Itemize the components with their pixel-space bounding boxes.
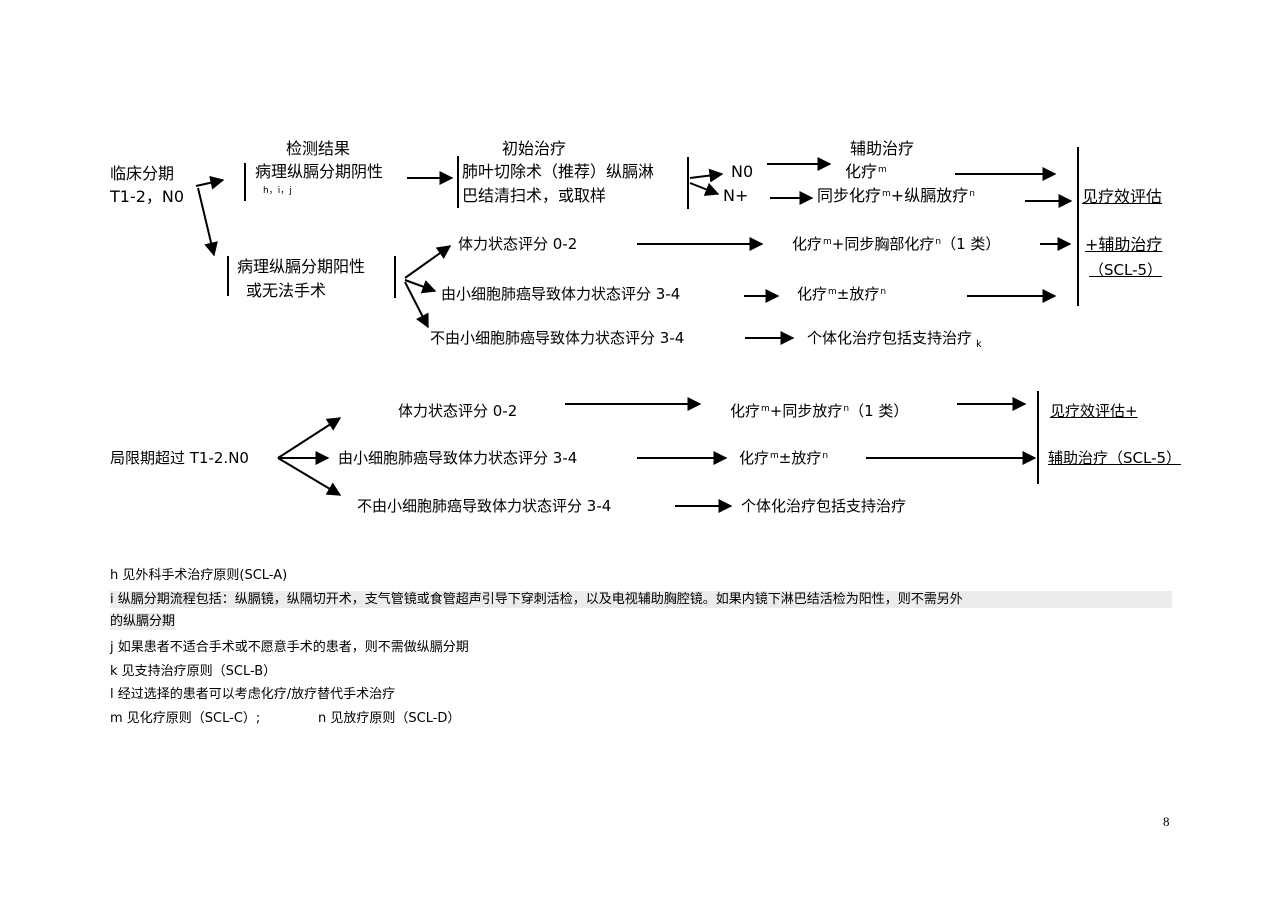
ps2-3-4-sclc: 由小细胞肺癌导致体力状态评分 3-4	[338, 449, 578, 467]
surgery-line2: 巴结清扫术，或取样	[462, 186, 607, 205]
treatment2-individualized: 个体化治疗包括支持治疗	[741, 497, 907, 515]
treatment2-chemo-concurrent: 化疗m+同步放疗n（1 类）	[730, 402, 909, 420]
result2-adjuvant-scl5: 辅助治疗（SCL-5）	[1048, 449, 1182, 467]
clinical-stage-label: 临床分期	[110, 164, 175, 183]
footnote-i-line2: 的纵膈分期	[110, 613, 176, 630]
arrow-stage2-to-ps02	[277, 417, 342, 459]
ps2-3-4-not-sclc: 不由小细胞肺癌导致体力状态评分 3-4	[357, 497, 612, 515]
result-scl5-ref: （SCL-5）	[1089, 261, 1163, 279]
treatment-chemo-rt: 化疗m±放疗n	[797, 285, 887, 303]
footnote-j: j 如果患者不适合手术或不愿意手术的患者，则不需做纵膈分期	[110, 640, 469, 655]
pathologic-negative: 病理纵膈分期阴性	[255, 162, 384, 181]
footnote-h: h 见外科手术治疗原则(SCL-A)	[110, 568, 288, 583]
node-nplus: N+	[723, 186, 749, 205]
page-number: 8	[1163, 814, 1170, 829]
adjuvant-chemo: 化疗m	[845, 162, 887, 181]
limited-stage-label: 局限期超过 T1-2.N0	[110, 449, 249, 467]
concurrent-chemoradiation: 同步化疗m+纵膈放疗n	[817, 186, 975, 205]
clinical-stage-value: T1-2，N0	[110, 187, 185, 206]
ps2-0-2: 体力状态评分 0-2	[398, 402, 518, 420]
result-plus-adjuvant: +辅助治疗	[1085, 235, 1163, 254]
footnote-i-line1: i 纵膈分期流程包括：纵膈镜，纵隔切开术，支气管镜或食管超声引导下穿刺活检，以及…	[110, 591, 1172, 608]
arrow-to-n0	[689, 168, 724, 183]
ps-0-2: 体力状态评分 0-2	[458, 235, 578, 253]
footnote-l: l 经过选择的患者可以考虑化疗/放疗替代手术治疗	[110, 687, 396, 702]
header-test-results: 检测结果	[286, 139, 351, 158]
arrow-to-nplus	[689, 182, 720, 196]
node-n0: N0	[731, 162, 754, 181]
ps-3-4-sclc: 由小细胞肺癌导致体力状态评分 3-4	[441, 285, 681, 303]
arrow-stage-to-neg	[195, 175, 225, 190]
footnote-m: m 见化疗原则（SCL-C）;	[110, 711, 261, 726]
pathologic-positive-line2: 或无法手术	[246, 281, 327, 300]
arrow-stage2-to-ps-not	[277, 457, 342, 496]
surgery-line1: 肺叶切除术（推荐）纵膈淋	[462, 162, 655, 181]
ps-3-4-not-sclc: 不由小细胞肺癌导致体力状态评分 3-4	[430, 329, 685, 347]
treatment-chemo-concurrent: 化疗m+同步胸部化疗n（1 类）	[792, 235, 1001, 253]
footnote-n: n 见放疗原则（SCL-D）	[318, 711, 461, 726]
arrow-pos-to-ps02	[404, 245, 452, 279]
pathologic-positive-line1: 病理纵膈分期阳性	[237, 257, 366, 276]
arrow-pos-to-ps-sclc	[404, 279, 437, 294]
footnote-k: k 见支持治疗原则（SCL-B）	[110, 664, 277, 679]
header-adjuvant-treatment: 辅助治疗	[850, 139, 915, 158]
result-response-eval: 见疗效评估	[1082, 187, 1163, 206]
treatment2-chemo-rt: 化疗m±放疗n	[739, 449, 829, 467]
pathologic-negative-refs: h，i，j	[263, 186, 292, 196]
result2-response-eval: 见疗效评估+	[1050, 402, 1138, 420]
arrow-pos-to-ps-not	[404, 281, 429, 329]
header-initial-treatment: 初始治疗	[502, 139, 567, 158]
arrow-stage-to-pos	[197, 187, 218, 257]
